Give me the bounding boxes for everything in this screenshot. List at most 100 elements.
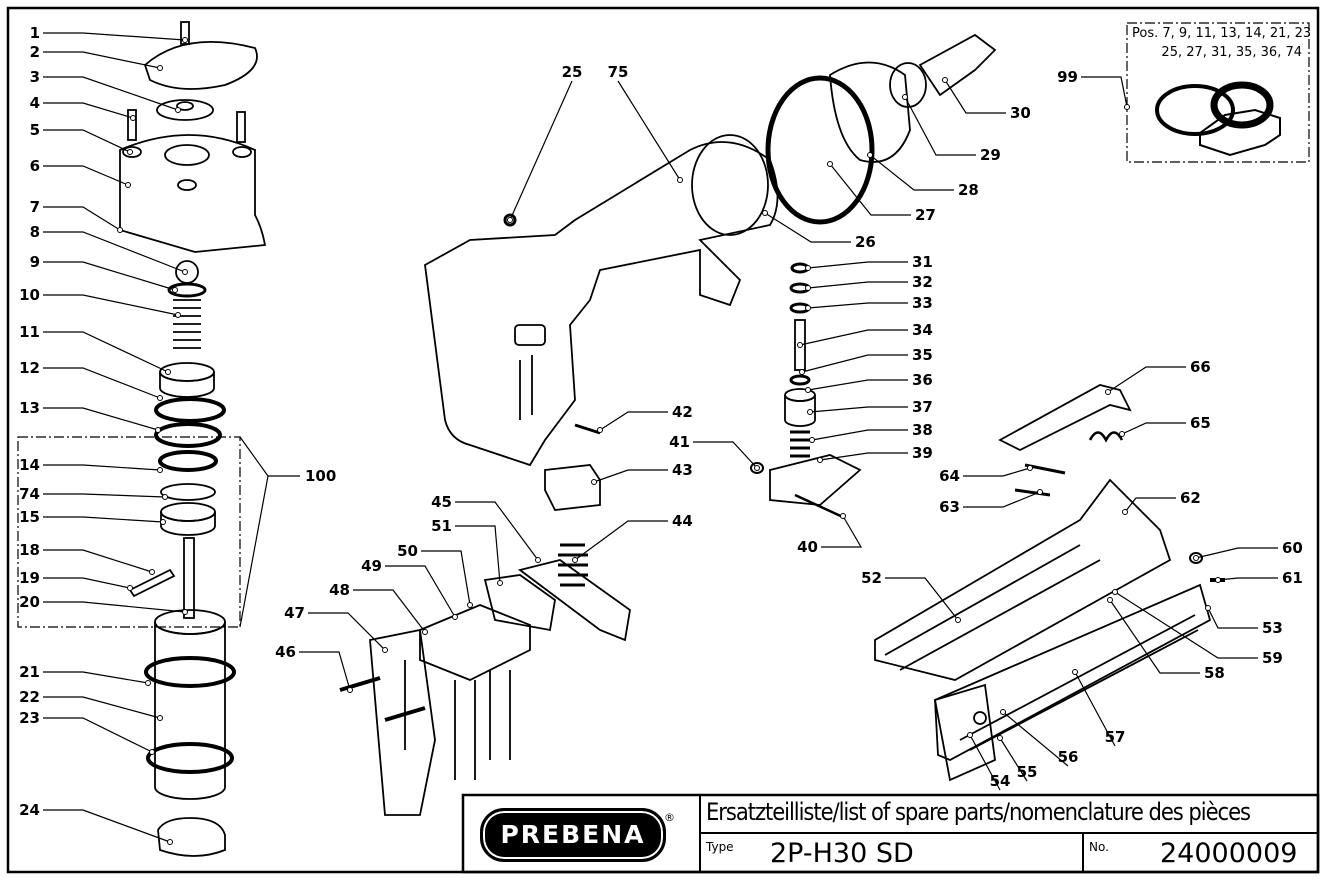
leader-dot-60 [1193,555,1199,561]
leader-dot-62 [1122,509,1128,515]
leader-line-28 [869,154,954,191]
callout-20: 20 [19,593,40,611]
leader-dot-19 [127,585,133,591]
leader-dot-37 [807,409,813,415]
leader-dot-56 [1000,709,1006,715]
leader-dot-14 [157,467,163,473]
leader-dot-65 [1119,431,1125,437]
leader-dot-40 [840,513,846,519]
part-bumper [157,817,226,857]
leader-line-56 [1002,711,1069,767]
leader-line-22 [43,696,161,719]
type-label: Type [706,840,734,854]
kit-100-dashed-box [17,436,241,628]
callout-13: 13 [19,399,40,417]
leader-dot-52 [955,617,961,623]
leader-line-45 [455,501,539,561]
kit-99-positions-line1: Pos. 7, 9, 11, 13, 14, 21, 23 [1132,26,1311,41]
callout-27: 27 [915,206,936,224]
callout-29: 29 [980,146,1001,164]
leader-dot-48 [422,629,428,635]
callout-50: 50 [397,542,418,560]
callout-74: 74 [19,485,40,503]
kit-99-oring-large [1155,84,1235,136]
callout-5: 5 [30,121,40,139]
leader-dot-55 [997,735,1003,741]
type-value: 2P-H30 SD [770,838,914,869]
leader-line-43 [593,469,668,483]
part-block-43 [544,464,601,511]
part-oring-12 [154,397,226,423]
leader-line-32 [807,281,908,289]
leader-line-15 [43,516,164,523]
callout-19: 19 [19,569,40,587]
leader-line-12 [43,367,161,399]
callout-59: 59 [1262,649,1283,667]
callout-100: 100 [305,467,336,485]
callout-30: 30 [1010,104,1031,122]
leader-line-44 [574,520,668,561]
leader-dot-5 [127,149,133,155]
leader-dot-28 [867,152,873,158]
leader-line-63 [963,491,1041,508]
leader-dot-6 [125,182,131,188]
leader-line-74 [43,493,166,498]
leader-line-99 [1081,76,1128,108]
leader-dot-11 [165,369,171,375]
number-value: 24000009 [1160,838,1298,869]
document-title: Ersatzteilliste/list of spare parts/nome… [706,798,1251,826]
leader-dot-75 [677,177,683,183]
leader-line-24 [43,809,171,843]
leader-line-36 [807,379,908,391]
kit-99-positions-line2: 25, 27, 31, 35, 36, 74 [1161,45,1302,60]
callout-9: 9 [30,253,40,271]
leader-dot-59 [1112,589,1118,595]
callout-6: 6 [30,157,40,175]
callout-53: 53 [1262,619,1283,637]
leader-line-50 [421,550,471,606]
leader-line-30 [944,79,1006,114]
part-nose-54 [933,683,996,782]
prebena-logo: PREBENA [480,808,666,862]
callout-65: 65 [1190,414,1211,432]
leader-line-11 [43,331,169,373]
part-spring [173,299,201,349]
callout-34: 34 [912,321,933,339]
leader-line-46 [299,651,351,691]
part-pin-18 [128,568,176,598]
callout-45: 45 [431,493,452,511]
part-guide-47 [369,628,436,816]
callout-55: 55 [1017,763,1038,781]
callout-56: 56 [1058,748,1079,766]
leader-dot-46 [347,687,353,693]
leader-dot-51 [497,580,503,586]
callout-12: 12 [19,359,40,377]
cylinder-head-assembly [119,21,267,857]
leader-dot-32 [805,285,811,291]
leader-line-37 [809,406,908,413]
part-oring-23 [146,742,234,774]
leader-dot-39 [817,457,823,463]
callout-63: 63 [939,498,960,516]
leader-dot-20 [182,609,188,615]
leader-line-26 [764,212,851,243]
callout-11: 11 [19,323,40,341]
leader-line-55 [999,737,1028,782]
leader-dot-66 [1105,389,1111,395]
brand-name: PREBENA [500,820,646,849]
callout-44: 44 [672,512,693,530]
callout-3: 3 [30,68,40,86]
part-screw-42 [574,423,601,435]
part-rail-53 [934,583,1212,761]
part-cylinder-head [119,134,267,253]
leader-line-7 [43,206,121,231]
leader-line-19 [43,577,131,589]
leader-dot-45 [535,557,541,563]
callout-37: 37 [912,398,933,416]
leader-dot-18 [149,569,155,575]
callout-10: 10 [19,286,40,304]
callout-23: 23 [19,709,40,727]
part-oring-21 [144,656,236,688]
callout-39: 39 [912,444,933,462]
callout-4: 4 [30,94,40,112]
